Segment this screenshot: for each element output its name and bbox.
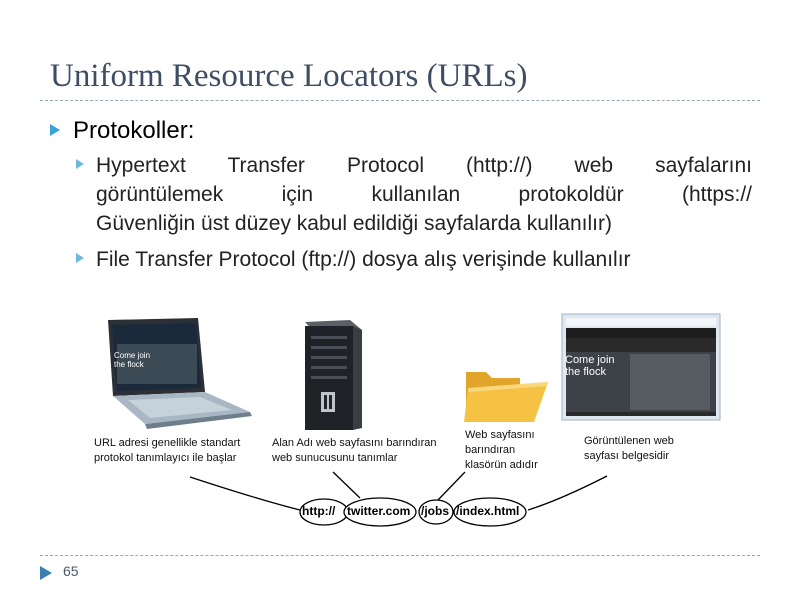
- url-domain: twitter.com: [347, 504, 411, 518]
- bullet-icon: [50, 124, 60, 136]
- laptop-screen-text: the flock: [114, 360, 145, 369]
- sub-bullet-ftp: File Transfer Protocol (ftp://) dosya al…: [96, 248, 631, 271]
- slide-title: Uniform Resource Locators (URLs): [50, 58, 528, 94]
- browser-screen-text: Come join: [565, 354, 615, 366]
- http-line-3: Güvenliğin üst düzey kabul edildiği sayf…: [96, 212, 612, 235]
- folder-caption: Web sayfasını barındıran klasörün adıdır: [465, 429, 538, 471]
- connector-line: [437, 471, 466, 501]
- server-caption: Alan Adı web sayfasını barındıran web su…: [272, 437, 437, 464]
- url-part-oval: [453, 497, 527, 527]
- server-icon: [305, 320, 362, 430]
- connector-line: [189, 476, 301, 511]
- folder-icon: [464, 372, 548, 422]
- url-page: /index.html: [456, 504, 520, 518]
- browser-screen-text: the flock: [565, 366, 606, 378]
- url-protocol: http://: [302, 504, 336, 518]
- connector-line: [332, 471, 361, 499]
- url-part-oval: [343, 497, 417, 527]
- browser-window-icon: [561, 313, 721, 421]
- http-line-1: Hypertext Transfer Protocol (http://) we…: [96, 154, 752, 177]
- laptop-caption: URL adresi genellikle standart protokol …: [94, 437, 241, 464]
- laptop-icon: [108, 318, 252, 429]
- url-folder: /jobs: [421, 504, 450, 518]
- footer-arrow-icon: [40, 566, 52, 580]
- http-line-2: görüntülemek için kullanılan protokoldür…: [96, 183, 752, 206]
- page-caption: Görüntülenen web sayfası belgesidir: [584, 435, 674, 462]
- sub-bullet-icon: [76, 159, 84, 169]
- bullet-protocols: Protokoller:: [73, 117, 195, 144]
- connector-line: [527, 475, 608, 511]
- footer-divider: [40, 555, 760, 556]
- sub-bullet-http: Hypertext Transfer Protocol (http://) we…: [96, 151, 752, 238]
- sub-bullet-icon: [76, 253, 84, 263]
- url-illustration: Come join the flock: [0, 300, 800, 540]
- illustration-graphics: Come join the flock: [108, 313, 721, 527]
- laptop-screen-text: Come join: [114, 351, 150, 360]
- title-divider: [40, 100, 760, 101]
- url-part-oval: [418, 499, 454, 525]
- page-number: 65: [63, 563, 79, 579]
